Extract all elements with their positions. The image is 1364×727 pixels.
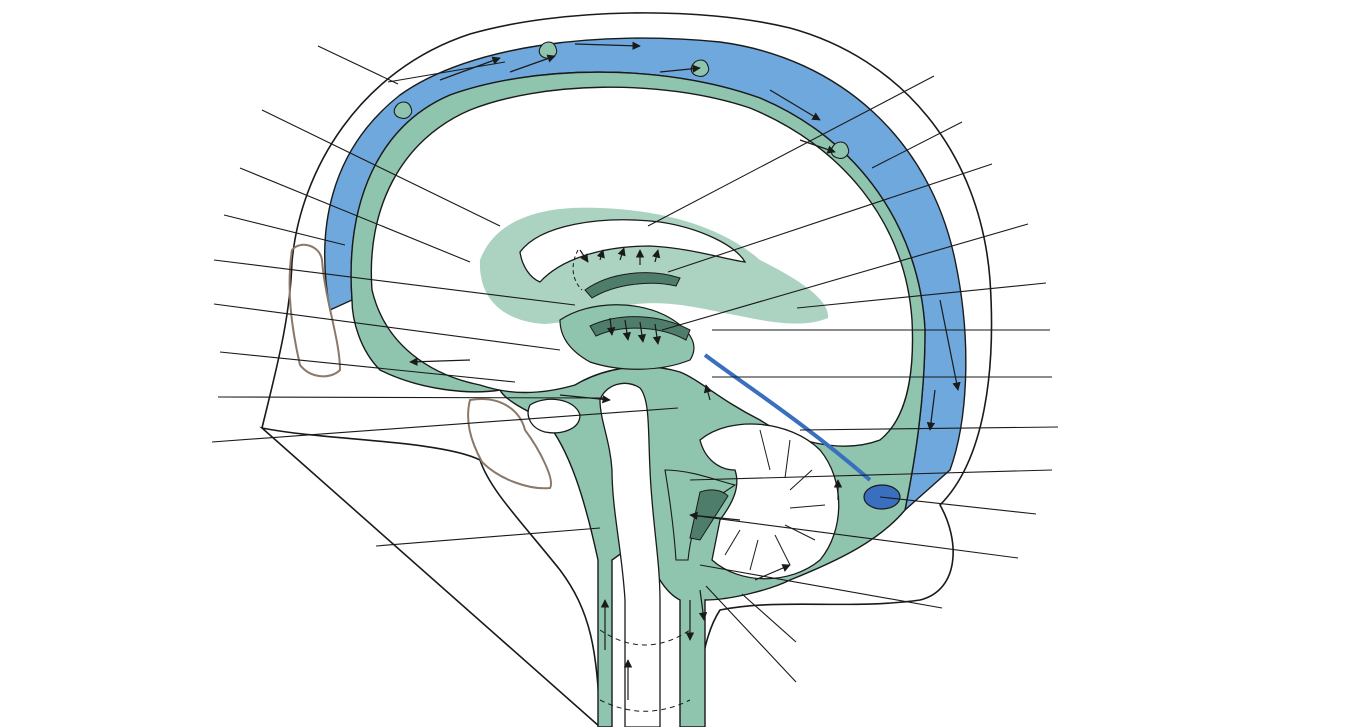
leader-line-7	[213, 303, 561, 351]
cerebellum-folia	[724, 429, 826, 571]
csf-flow-arrows	[409, 41, 961, 700]
pituitary	[527, 398, 581, 434]
scalp-outline	[259, 12, 993, 727]
leader-line-5	[223, 214, 346, 246]
leader-line-21	[879, 496, 1037, 515]
clivus-bone	[467, 398, 552, 490]
choroid-plexus-fourth	[689, 489, 729, 541]
brainstem	[599, 382, 661, 727]
choroid-plexus-upper	[584, 272, 681, 299]
leader-line-9	[217, 396, 606, 399]
leader-line-13	[871, 121, 963, 169]
leader-line-4	[239, 167, 471, 263]
leader-line-10	[211, 407, 679, 443]
spinal-dashed-line-1	[599, 629, 691, 646]
choroid-plexus-third	[589, 316, 691, 341]
leader-line-16	[796, 282, 1047, 309]
leader-lines	[211, 45, 1059, 683]
leader-line-3	[261, 109, 501, 227]
leader-line-15	[661, 223, 1029, 331]
leader-line-19	[799, 426, 1059, 431]
frontal-sinus-bone	[288, 243, 342, 378]
spinal-dashed-line-2	[599, 699, 691, 712]
leader-line-2	[387, 61, 506, 83]
leader-line-20	[689, 469, 1053, 481]
leader-line-1	[317, 45, 399, 85]
straight-sinus	[703, 353, 872, 482]
leader-line-12	[647, 75, 935, 227]
leader-line-8	[219, 351, 516, 383]
leader-line-14	[667, 163, 993, 273]
leader-line-23	[699, 564, 943, 609]
ventricle-dashed-line	[572, 249, 583, 291]
leader-line-11	[375, 527, 601, 547]
cerebellum	[699, 423, 840, 580]
leader-line-6	[213, 259, 576, 306]
leader-line-24	[741, 593, 797, 643]
leader-line-22	[689, 514, 1019, 559]
leader-line-25	[705, 585, 797, 683]
